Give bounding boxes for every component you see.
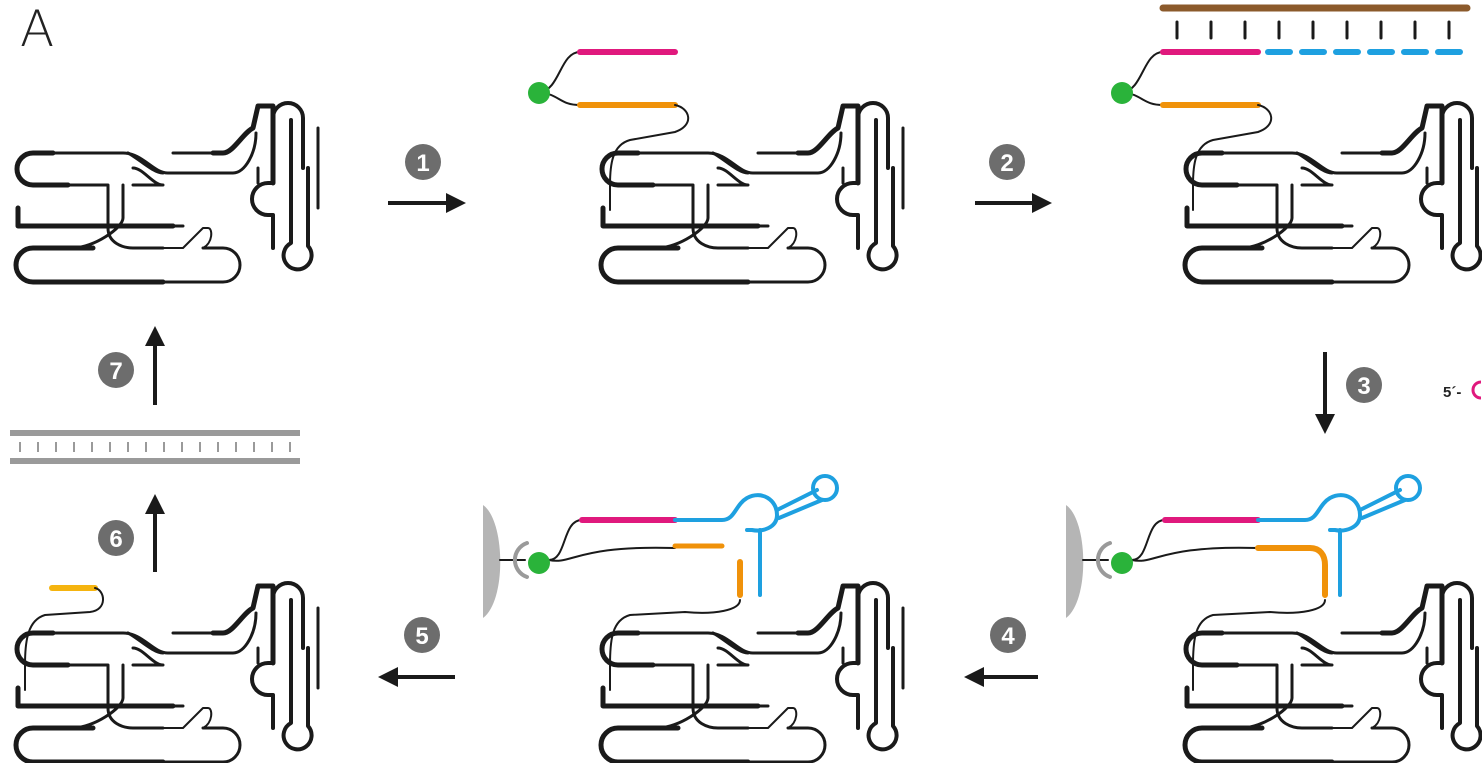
- step-1-label: 1: [416, 150, 429, 177]
- panel-label: A: [20, 0, 55, 58]
- step-6-badge: 6: [98, 520, 134, 556]
- structure-stage-2: [1185, 103, 1482, 282]
- step-2-badge: 2: [989, 144, 1025, 180]
- step-5-badge: 5: [404, 617, 440, 653]
- step-3-label: 3: [1357, 373, 1370, 400]
- step-6-label: 6: [109, 526, 122, 553]
- tag-stage-4: [483, 474, 839, 691]
- double-strand: [10, 430, 300, 464]
- structure-stage-4: [601, 583, 903, 762]
- tag-stage-1: [528, 49, 690, 211]
- step-5-label: 5: [415, 623, 428, 650]
- structure-initial: [16, 103, 318, 282]
- cropped-strand-mark: [1471, 380, 1482, 400]
- tag-stage-5: [24, 585, 104, 691]
- step-4-badge: 4: [990, 617, 1026, 653]
- step-3-badge: 3: [1346, 367, 1382, 403]
- step-7-label: 7: [109, 358, 122, 385]
- structure-stage-5: [16, 583, 318, 762]
- tag-stage-3: [1066, 474, 1422, 691]
- step-1-badge: 1: [405, 144, 441, 180]
- structure-stage-1: [601, 103, 903, 282]
- step-2-label: 2: [1000, 150, 1013, 177]
- step-7-badge: 7: [98, 352, 134, 388]
- five-prime-label: 5´-: [1443, 384, 1461, 401]
- structure-stage-3: [1185, 583, 1482, 762]
- tag-stage-2: [1111, 4, 1471, 211]
- step-4-label: 4: [1001, 623, 1015, 650]
